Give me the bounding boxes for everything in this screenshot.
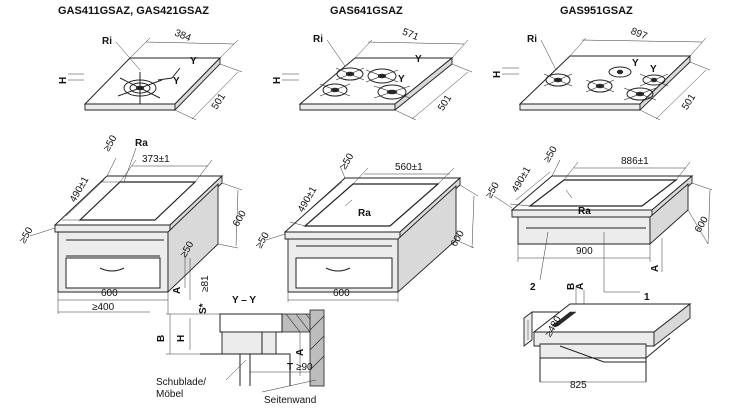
- section-wall-label: Seitenwand: [264, 395, 316, 406]
- dim-depth-right: 501: [680, 92, 698, 112]
- label-ra-left: Ra: [135, 138, 148, 149]
- top-view-left: 384 501 Ri H Y Y: [58, 28, 243, 121]
- label-ri-right: Ri: [527, 34, 537, 45]
- label-y1-right: Y: [650, 64, 657, 75]
- dim-width-middle: 571: [400, 27, 420, 44]
- detail-label-a: A: [575, 283, 586, 290]
- dim-left-clear-left: ≥50: [18, 225, 36, 245]
- dim-left-clear-middle: ≥50: [254, 230, 272, 250]
- dim-depth-left: 501: [210, 91, 228, 111]
- dim-cut-d-right: 490±1: [510, 165, 534, 195]
- section-y-y: Y – Y B H A T ≥90 Schublade/ Möbel: [156, 295, 325, 406]
- section-label-a: A: [295, 349, 306, 356]
- detail-label-b: B: [566, 283, 577, 290]
- section-drawer-label: Schublade/: [156, 377, 206, 388]
- label-ri-middle: Ri: [313, 34, 323, 45]
- label-ra-right: Ra: [578, 206, 591, 217]
- section-title: Y – Y: [232, 295, 256, 306]
- dim-cut-w-left: 373±1: [142, 154, 170, 165]
- label-h-right: H: [492, 71, 503, 78]
- dim-width-left: 384: [173, 28, 193, 45]
- section-label-h: H: [176, 335, 187, 342]
- dim-width-right: 897: [629, 26, 649, 43]
- section-t-val: ≥90: [296, 362, 313, 373]
- label-s-left: S*: [198, 303, 209, 314]
- model-heading-right: GAS951GSAZ: [560, 5, 633, 17]
- cutout-view-left: 373±1 490±1 ≥50 Ra ≥50 600 ≥50 600 ≥400 …: [18, 133, 249, 314]
- section-drawer-label2: Möbel: [156, 389, 183, 400]
- dim-min-width-left: ≥400: [92, 302, 115, 313]
- detail-dim-width: 825: [570, 380, 587, 391]
- label-a-right: A: [650, 265, 661, 272]
- top-view-right: 897 501 Ri H Y Y: [492, 26, 711, 121]
- dim-cab-width-middle: 600: [333, 288, 350, 299]
- dim-back-clear-left: ≥50: [102, 133, 120, 153]
- dim-cut-w-right: 886±1: [621, 156, 649, 167]
- cutout-view-middle: 560±1 ≥50 490±1 Ra ≥50 600 600: [254, 151, 479, 302]
- section-label-t: T: [287, 362, 293, 373]
- label-ra-middle: Ra: [358, 208, 371, 219]
- model-heading-middle: GAS641GSAZ: [330, 5, 403, 17]
- model-heading-left: GAS411GSAZ, GAS421GSAZ: [58, 5, 209, 17]
- label-y2-left: Y: [173, 76, 180, 87]
- label-1-right: 1: [644, 292, 650, 303]
- top-view-middle: 571 501 Ri H Y Y: [272, 27, 473, 121]
- dim-cut-w-middle: 560±1: [395, 162, 423, 173]
- dim-back-clear-right: ≥50: [542, 144, 560, 164]
- dim-s-val-left: ≥81: [200, 275, 211, 292]
- dim-cab-width-left: 600: [101, 288, 118, 299]
- label-y1-left: Y: [190, 56, 197, 67]
- dim-cab-width-right: 900: [576, 246, 593, 257]
- cutout-view-right: 886±1 ≥50 490±1 ≥50 Ra 600 900 A 2 1: [484, 144, 713, 303]
- label-y1-middle: Y: [415, 54, 422, 65]
- label-h-middle: H: [272, 77, 283, 84]
- detail-view: B A ≥480 825: [523, 283, 692, 391]
- label-y2-right: Y: [632, 58, 639, 69]
- dim-depth-middle: 501: [436, 93, 454, 113]
- label-ri-left: Ri: [102, 36, 112, 47]
- label-a-left: A: [172, 287, 183, 294]
- dim-cab-depth-left: 600: [231, 208, 249, 228]
- dim-left-clear-right: ≥50: [484, 180, 502, 200]
- label-y2-middle: Y: [398, 74, 405, 85]
- label-h-left: H: [58, 77, 69, 84]
- section-label-b: B: [156, 335, 167, 342]
- label-2-right: 2: [530, 282, 536, 293]
